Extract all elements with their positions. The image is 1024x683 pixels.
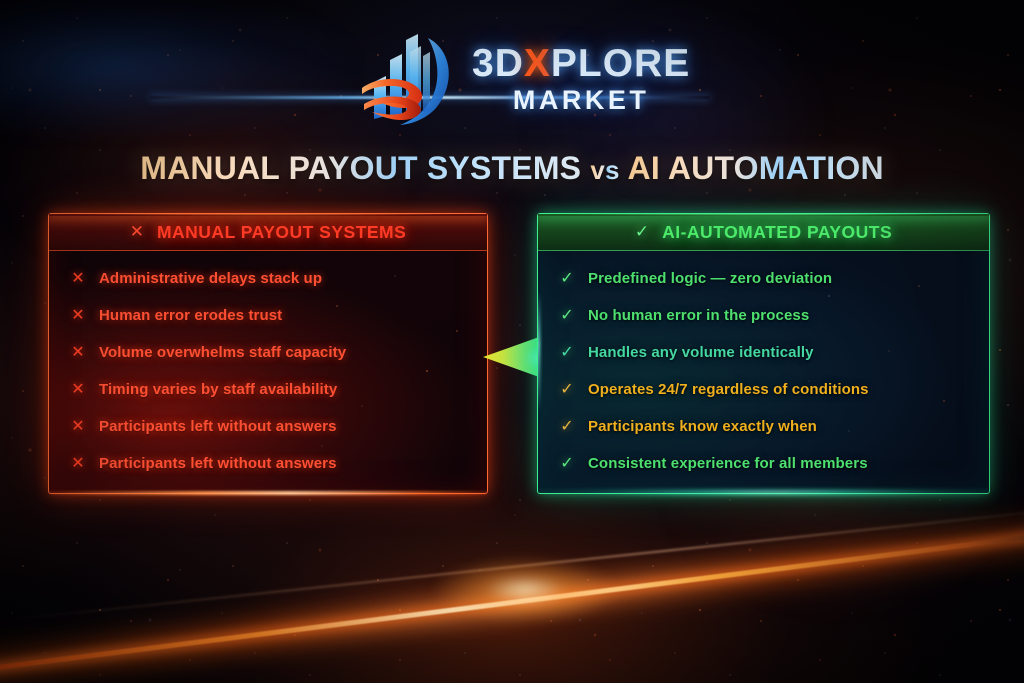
list-item: ✕ Participants left without answers: [49, 416, 487, 453]
list-item: ✕ Administrative delays stack up: [49, 268, 487, 305]
panel-edge-glow: [538, 291, 540, 411]
panel-bottom-glow: [538, 489, 989, 496]
list-item-label: Participants left without answers: [99, 455, 337, 472]
brand-wordmark: 3DXPLORE MARKET: [472, 40, 690, 114]
ai-panel-title: AI-AUTOMATED PAYOUTS: [662, 221, 893, 242]
ai-panel-body: ✓ Predefined logic — zero deviation ✓ No h…: [538, 251, 989, 490]
check-icon: ✓: [560, 455, 574, 472]
brand-line-1: 3DXPLORE: [472, 44, 690, 83]
list-item-label: Participants left without answers: [99, 418, 337, 435]
check-icon: ✓: [560, 307, 574, 324]
logo-glow: [0, 0, 360, 134]
list-item: ✕ Volume overwhelms staff capacity: [49, 342, 487, 379]
headline-left: MANUAL PAYOUT SYSTEMS: [140, 150, 582, 186]
list-item: ✓ Operates 24/7 regardless of conditions: [538, 379, 989, 416]
list-item: ✕ Participants left without answers: [49, 453, 487, 490]
check-icon: ✓: [560, 381, 574, 398]
list-item-label: Operates 24/7 regardless of conditions: [588, 381, 869, 398]
list-item-label: Consistent experience for all members: [588, 455, 868, 472]
brand-line-2: MARKET: [512, 85, 650, 115]
cross-icon: ✕: [129, 222, 144, 241]
cross-icon: ✕: [71, 307, 85, 324]
list-item-label: Predefined logic — zero deviation: [588, 270, 833, 287]
cross-icon: ✕: [71, 418, 85, 435]
list-item-label: Participants know exactly when: [588, 418, 817, 435]
header-top-glow: [49, 214, 487, 216]
list-item: ✓ Predefined logic — zero deviation: [538, 268, 989, 305]
page-title: MANUAL PAYOUT SYSTEMS vs AI AUTOMATION: [0, 150, 1024, 187]
list-item: ✕ Timing varies by staff availability: [49, 379, 487, 416]
manual-panel-title: MANUAL PAYOUT SYSTEMS: [156, 221, 407, 242]
brand-plore: PLORE: [550, 42, 691, 85]
list-item: ✓ Participants know exactly when: [538, 416, 989, 453]
check-icon: ✓: [560, 344, 574, 361]
cross-icon: ✕: [71, 344, 85, 361]
headline-vs: vs: [590, 155, 620, 185]
list-item-label: Volume overwhelms staff capacity: [99, 344, 347, 361]
light-streak-flare: [430, 556, 620, 624]
cross-icon: ✕: [71, 455, 85, 472]
check-icon: ✓: [560, 270, 574, 287]
list-item-label: No human error in the process: [588, 307, 810, 324]
list-item: ✕ Human error erodes trust: [49, 305, 487, 342]
ai-panel-header: ✓ AI-AUTOMATED PAYOUTS: [538, 214, 989, 251]
manual-panel-body: ✕ Administrative delays stack up ✕ Human e…: [49, 251, 487, 490]
ai-automated-panel: ✓ AI-AUTOMATED PAYOUTS ✓ Predefined logic…: [537, 213, 990, 496]
brand-3d: 3D: [472, 42, 524, 85]
check-icon: ✓: [634, 222, 650, 241]
list-item: ✓ Consistent experience for all members: [538, 453, 989, 490]
3dxplore-tower-swoosh-logo: [358, 24, 462, 130]
header-top-glow: [538, 214, 989, 216]
check-icon: ✓: [560, 418, 574, 435]
cross-icon: ✕: [71, 381, 85, 398]
list-item-label: Administrative delays stack up: [99, 270, 323, 287]
panel-bottom-glow: [49, 491, 487, 495]
headline-right: AI AUTOMATION: [627, 150, 884, 186]
list-item-label: Timing varies by staff availability: [99, 381, 338, 398]
brand-logo[interactable]: 3DXPLORE MARKET: [358, 22, 689, 132]
list-item: ✓ Handles any volume identically: [538, 342, 989, 379]
list-item: ✓ No human error in the process: [538, 305, 989, 342]
list-item-label: Human error erodes trust: [99, 307, 283, 324]
manual-panel-header: ✕ MANUAL PAYOUT SYSTEMS: [49, 214, 487, 251]
manual-payout-panel: ✕ MANUAL PAYOUT SYSTEMS ✕ Administrative …: [48, 213, 488, 495]
list-item-label: Handles any volume identically: [588, 344, 814, 361]
cross-icon: ✕: [71, 270, 85, 287]
brand-x: X: [523, 42, 551, 85]
